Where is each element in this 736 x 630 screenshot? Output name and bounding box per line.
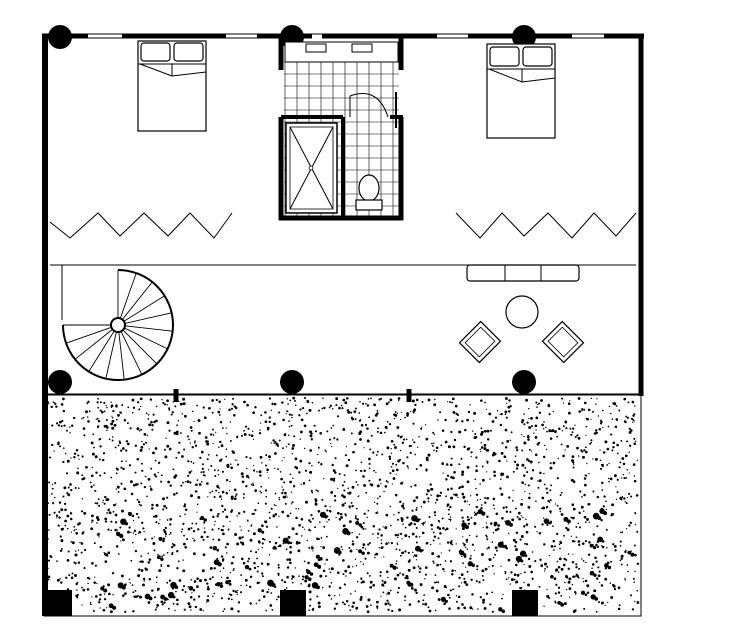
living-area [50,264,636,381]
folding-door-icon [455,212,637,239]
gravel-texture [47,396,640,614]
swing-door-icon [349,93,389,118]
pebble-clusters [100,508,635,614]
double-bed-icon [486,43,556,139]
armchair-icon [458,320,502,364]
armchair-icon [541,320,585,364]
toilet-icon [355,174,383,211]
double-bed-icon [137,40,207,132]
bathroom [278,36,404,221]
round-table-icon [505,295,539,329]
sofa-icon [466,264,580,282]
shower-icon [285,122,338,214]
bedroom-right [455,43,637,239]
terrace-area [43,393,642,617]
bedroom-left [49,40,233,239]
folding-door-icon [49,212,233,239]
square-columns [46,590,538,616]
sink-icon [305,43,373,53]
spiral-stair-icon [62,269,174,381]
